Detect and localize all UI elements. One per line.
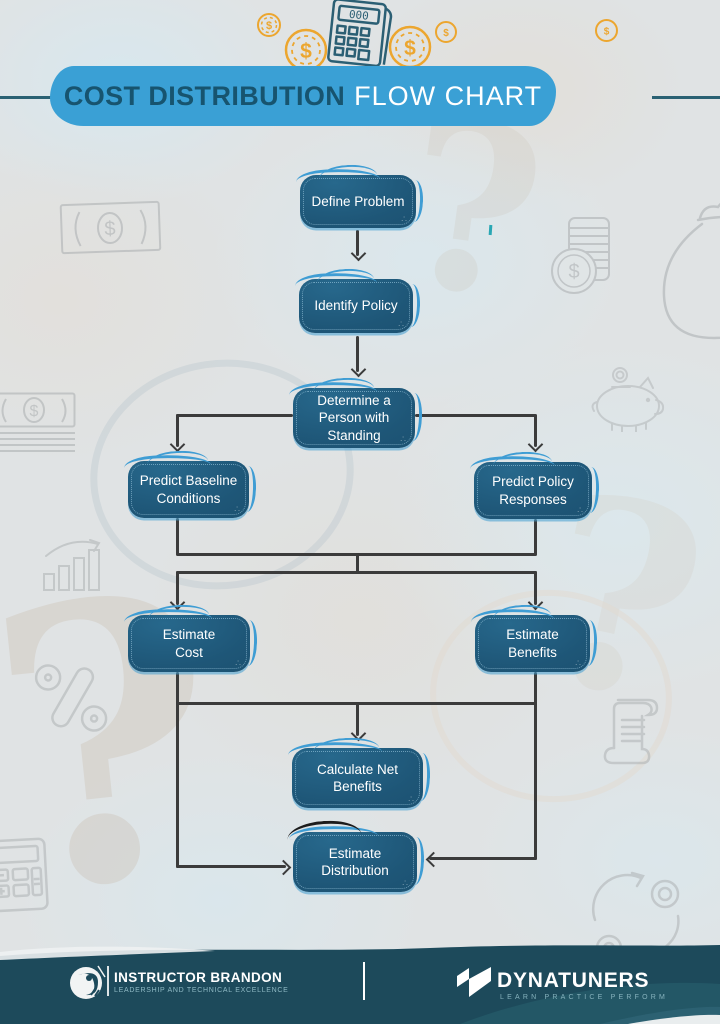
coin-icon: $	[388, 25, 432, 69]
dynatuners-check-logo	[457, 967, 491, 997]
flow-node-label: Predict Policy Responses	[492, 474, 574, 507]
flow-node-label: Predict Baseline Conditions	[139, 473, 238, 506]
bill-stack-icon: $	[0, 392, 76, 452]
sketch-stroke	[469, 454, 556, 473]
connector-line	[356, 230, 359, 256]
connector-line	[534, 571, 537, 605]
footer-left-tagline: LEADERSHIP AND TECHNICAL EXCELLENCE	[114, 987, 289, 994]
flow-node-determine-person: Determine a Person with Standing	[288, 376, 423, 448]
coin-icon: $	[284, 28, 328, 72]
connector-line	[534, 672, 537, 860]
refresh-arrows-icon	[591, 871, 680, 953]
sketch-stroke	[312, 376, 374, 392]
sketch-stroke	[404, 393, 423, 442]
connector-line	[356, 336, 359, 372]
arrowhead-down	[350, 725, 367, 742]
flow-node-estimate-distribution: Estimate Distribution	[286, 818, 425, 892]
flow-node-calculate-net-benefits: Calculate Net Benefits	[287, 736, 431, 808]
flow-node-label: Estimate Cost	[162, 627, 216, 660]
flow-node-label: Identify Policy	[314, 298, 398, 314]
sketch-stroke	[295, 167, 380, 186]
money-bag-icon: $	[662, 202, 720, 340]
sketch-stroke	[287, 740, 383, 759]
coin-icon: $	[435, 21, 457, 43]
sketch-stroke	[492, 450, 553, 466]
sketch-stroke	[312, 736, 379, 752]
footer-right-tagline: LEARN PRACTICE PERFORM	[500, 994, 669, 1001]
coin-stack-icon: $	[551, 217, 610, 294]
svg-text:$: $	[604, 27, 610, 38]
connector-line	[356, 553, 359, 573]
sketch-stroke	[316, 267, 375, 283]
flow-node-predict-baseline: Predict Baseline Conditions	[123, 449, 257, 518]
sketch-stroke	[412, 753, 431, 802]
connector-line	[534, 519, 537, 555]
arrowhead-down	[350, 361, 367, 378]
coin-icon: $	[595, 19, 618, 42]
sketch-stroke	[406, 837, 425, 886]
connector-line	[176, 414, 293, 417]
calculator-icon: 000	[327, 0, 393, 68]
connector-line	[176, 865, 286, 868]
sketch-stroke	[239, 619, 258, 667]
svg-text:$: $	[266, 20, 272, 32]
instructor-brandon-logo	[70, 965, 106, 999]
footer: INSTRUCTOR BRANDON LEADERSHIP AND TECHNI…	[0, 940, 720, 1024]
flow-node-label: Estimate Distribution	[321, 845, 389, 878]
percent-doodle-icon	[34, 664, 108, 732]
svg-text:$: $	[404, 37, 416, 60]
title-banner: COST DISTRIBUTION FLOW CHART	[50, 66, 556, 126]
connector-line	[356, 702, 359, 736]
flow-node-define-problem: Define Problem	[295, 163, 424, 228]
footer-background	[0, 945, 720, 1024]
sketch-stroke	[288, 824, 379, 843]
footer-right-brand: DYNATUNERS	[497, 969, 650, 992]
connector-line	[176, 571, 537, 574]
flow-node-estimate-cost: Estimate Cost	[123, 603, 258, 672]
connector-line	[176, 414, 179, 447]
connector-line	[429, 857, 537, 860]
flow-node-estimate-benefits: Estimate Benefits	[470, 603, 598, 672]
flow-node-label: Estimate Benefits	[506, 627, 559, 660]
footer-divider	[363, 962, 365, 1000]
sketch-stroke	[294, 271, 378, 290]
banner-rule-left	[0, 96, 52, 99]
connector-line	[176, 571, 179, 605]
flow-node-identify-policy: Identify Policy	[294, 267, 421, 333]
page-title-secondary: FLOW CHART	[354, 80, 543, 111]
connector-line	[534, 414, 537, 447]
svg-text:$: $	[568, 261, 579, 283]
svg-text:000: 000	[348, 8, 369, 23]
flow-node-label: Calculate Net Benefits	[316, 761, 399, 794]
sketch-stroke	[318, 163, 377, 179]
flow-node-label: Determine a Person with Standing	[317, 393, 391, 443]
flow-node-predict-policy: Predict Policy Responses	[469, 450, 600, 519]
dollar-bill-icon: $	[59, 200, 162, 255]
scroll-icon	[603, 698, 659, 765]
sketch-stroke-black	[286, 818, 362, 840]
arrowhead-right	[275, 859, 292, 876]
arrowhead-down	[527, 436, 544, 453]
logo-divider	[107, 966, 109, 996]
connector-line	[176, 672, 179, 868]
page-title-primary: COST DISTRIBUTION	[63, 80, 346, 111]
piggy-bank-icon	[591, 367, 665, 432]
calculator-doodle-icon	[0, 837, 49, 913]
connector-line	[176, 518, 179, 555]
arrowhead-left	[425, 851, 442, 868]
banner-rule-right	[652, 96, 720, 99]
arrowhead-down	[350, 245, 367, 262]
svg-text:$: $	[443, 28, 449, 39]
coin-icon: $	[257, 13, 281, 37]
flow-node-label: Define Problem	[311, 193, 405, 209]
bar-chart-doodle-icon	[43, 539, 101, 591]
svg-text:$: $	[300, 40, 312, 63]
svg-text:$: $	[104, 218, 116, 240]
connector-line	[415, 414, 536, 417]
footer-left-brand: INSTRUCTOR BRANDON	[114, 970, 283, 985]
svg-text:$: $	[30, 403, 39, 420]
